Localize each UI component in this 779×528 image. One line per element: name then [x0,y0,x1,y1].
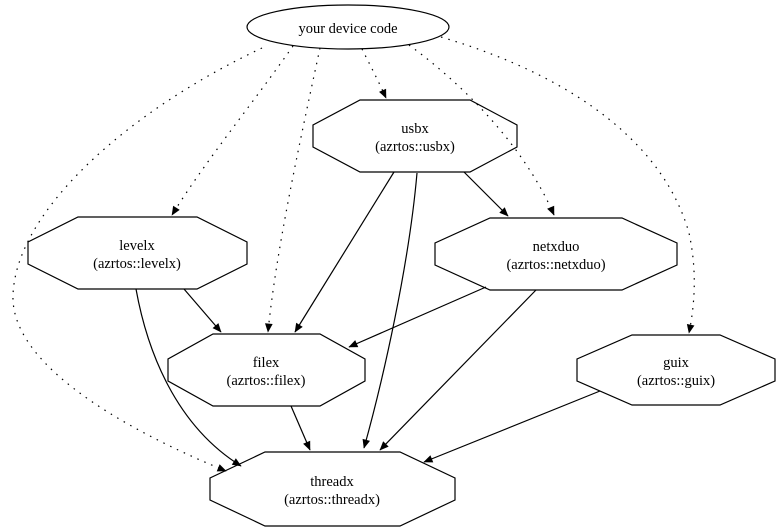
node-usbx: usbx (azrtos::usbx) [312,99,518,173]
edge-netxduo-threadx [379,289,537,451]
node-usbx-label: usbx [401,121,429,137]
node-filex: filex (azrtos::filex) [167,333,366,407]
node-levelx-label: levelx [119,238,155,254]
node-levelx-sublabel: (azrtos::levelx) [93,256,181,272]
edge-device-guix [440,36,695,334]
node-device-label: your device code [298,21,397,37]
node-usbx-sublabel: (azrtos::usbx) [375,139,455,155]
node-netxduo-label: netxduo [533,239,580,255]
edge-levelx-filex [183,288,222,333]
node-netxduo-shape [434,217,678,291]
node-threadx: threadx (azrtos::threadx) [209,451,456,527]
edge-filex-threadx [290,405,311,451]
node-filex-shape [167,333,366,407]
node-threadx-label: threadx [310,474,354,490]
node-netxduo-sublabel: (azrtos::netxduo) [506,257,605,273]
node-device: your device code [246,4,450,50]
node-netxduo: netxduo (azrtos::netxduo) [434,217,678,291]
edge-usbx-threadx [362,172,418,449]
edge-levelx-threadx [135,288,242,467]
node-guix-shape [576,334,776,406]
node-guix-sublabel: (azrtos::guix) [637,373,715,389]
edge-device-usbx [361,48,387,99]
node-levelx-shape [27,216,248,290]
edge-device-filex [265,47,321,333]
node-guix: guix (azrtos::guix) [576,334,776,406]
node-device-shape [246,4,450,50]
node-guix-label: guix [663,355,690,371]
node-usbx-shape [312,99,518,173]
node-threadx-sublabel: (azrtos::threadx) [284,492,380,508]
edge-device-levelx [171,45,294,216]
node-levelx: levelx (azrtos::levelx) [27,216,248,290]
node-threadx-shape [209,451,456,527]
node-filex-sublabel: (azrtos::filex) [227,373,306,389]
edge-netxduo-filex [348,286,487,348]
edge-device-threadx [12,47,263,472]
edge-usbx-netxduo [463,171,509,217]
edge-guix-threadx [423,390,601,463]
edges [12,36,695,472]
node-filex-label: filex [253,355,280,371]
edge-usbx-filex [294,171,395,333]
